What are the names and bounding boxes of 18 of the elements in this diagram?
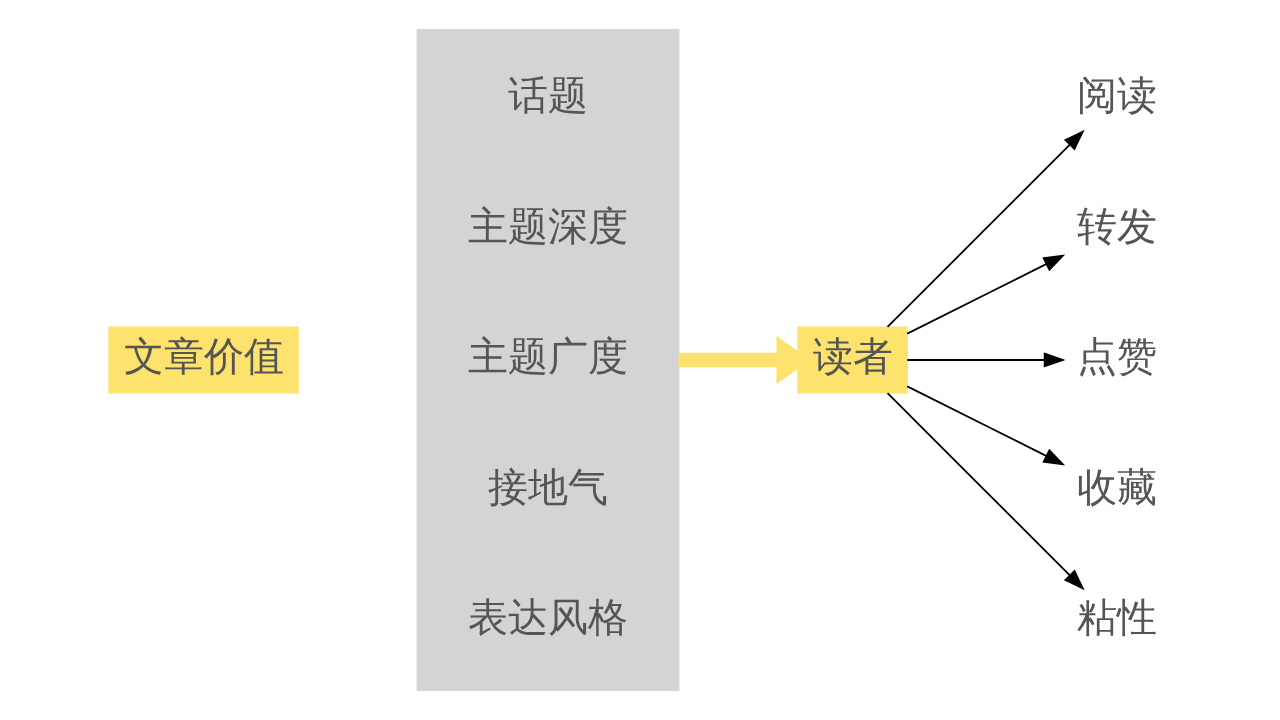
node-text: 主题深度 — [467, 202, 628, 249]
node-text: 转发 — [1076, 202, 1157, 249]
arrow — [886, 129, 1085, 328]
arrow — [905, 254, 1065, 335]
arrow — [886, 392, 1085, 591]
node-box: 文章价值 — [107, 326, 299, 394]
node-text: 主题广度 — [467, 333, 628, 380]
node-box: 读者 — [796, 326, 908, 394]
node-text: 粘性 — [1076, 594, 1157, 641]
node-text: 接地气 — [487, 463, 608, 510]
node-text: 阅读 — [1076, 72, 1157, 119]
node-text: 表达风格 — [467, 594, 628, 641]
node-text: 点赞 — [1076, 333, 1157, 380]
arrow — [905, 352, 1065, 368]
cluster — [416, 29, 679, 691]
node-text: 话题 — [507, 72, 588, 119]
node-text: 收藏 — [1076, 463, 1157, 510]
arrow — [905, 385, 1065, 466]
